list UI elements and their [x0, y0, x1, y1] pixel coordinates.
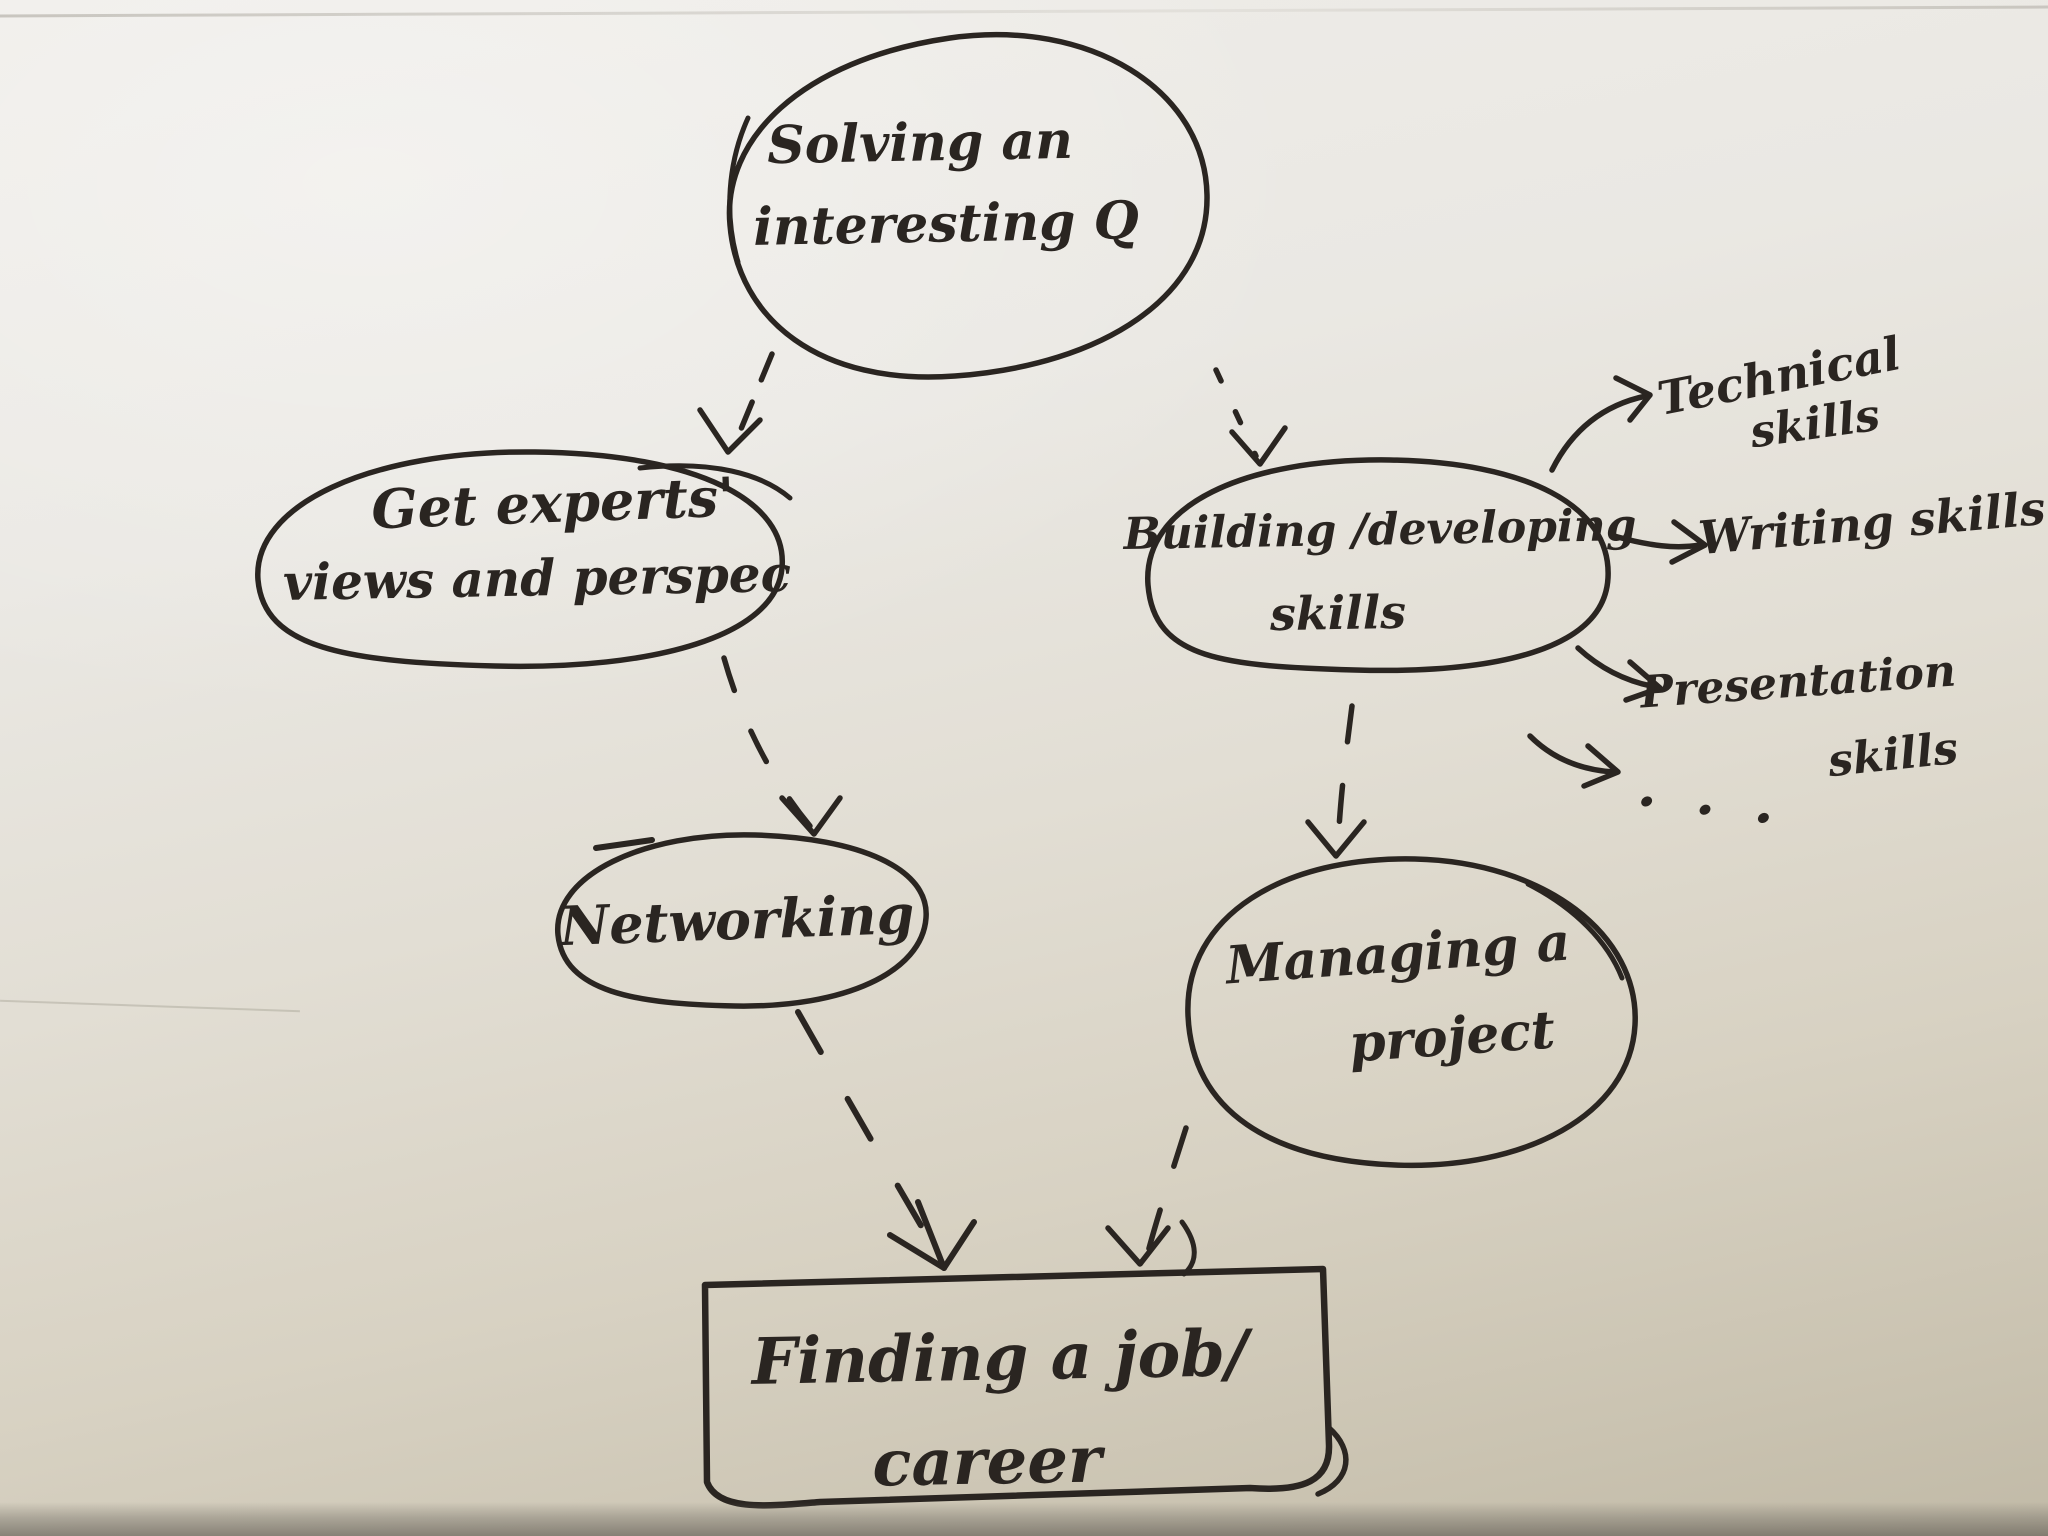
node-finding-outline	[701, 1265, 1349, 1509]
edge-building-to-more	[1527, 733, 1621, 789]
edge-networking-to-finding	[795, 1009, 977, 1271]
node-managing-outline	[1185, 856, 1638, 1169]
edge-experts-to-networking	[721, 655, 843, 837]
edge-building-to-presentation	[1575, 645, 1663, 703]
node-networking-outline	[555, 832, 929, 1009]
edge-building-to-managing	[1305, 703, 1367, 859]
node-building-label-line1: Building /developing	[1123, 500, 1637, 560]
edge-building-to-technical	[1549, 375, 1653, 473]
node-networking-label: Networking	[558, 881, 916, 959]
node-experts-label-line2: views and perspec	[282, 544, 792, 612]
edge-solving-to-building	[1213, 367, 1288, 467]
node-solving-label-line1: Solving an	[766, 109, 1074, 177]
node-finding-label-line1: Finding a job/	[751, 1316, 1249, 1400]
edge-managing-to-finding	[1105, 1125, 1197, 1277]
node-solving-outline	[726, 31, 1210, 380]
node-building-label-line2: skills	[1269, 584, 1407, 642]
node-solving-label-line2: interesting Q	[752, 190, 1140, 258]
node-finding-label-line2: career	[871, 1422, 1103, 1502]
edge-solving-to-experts	[697, 351, 775, 455]
node-building-outline	[1145, 457, 1611, 674]
edge-building-to-writing	[1611, 519, 1708, 565]
node-experts-outline	[255, 449, 793, 670]
node-experts-label-line1: Get experts'	[370, 464, 736, 542]
